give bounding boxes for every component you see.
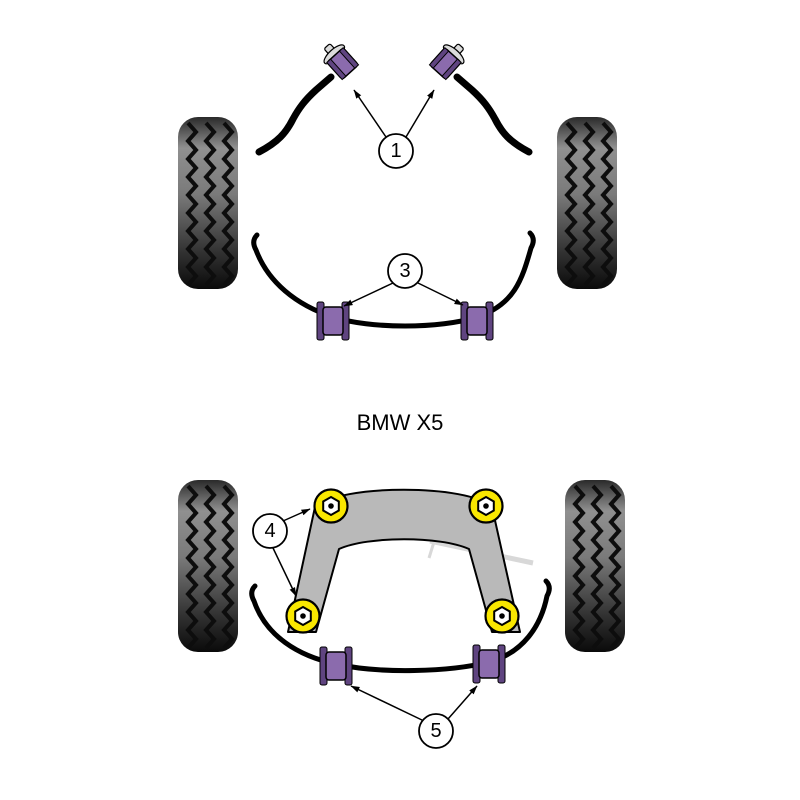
leader-arrow: [282, 508, 311, 522]
callout-4: 4: [252, 508, 311, 597]
front-link-right: [453, 73, 533, 156]
front-arb-bushing-right: [460, 301, 494, 341]
subframe-bushing-rear-left: [285, 598, 321, 634]
callout-1: 1: [353, 89, 435, 169]
leader-arrow: [350, 685, 425, 722]
callout-bubble: [418, 713, 454, 749]
subframe-bushing-rear-right: [484, 598, 520, 634]
leader-arrow: [272, 547, 297, 597]
rear-arb-bushing-left: [319, 646, 353, 686]
vehicle-title: BMW X5: [357, 410, 444, 435]
front-anti-roll-bar: [251, 230, 536, 329]
rear-suspension-diagram: 4 5: [178, 480, 625, 749]
callout-3: 3: [343, 253, 464, 307]
front-link-left: [255, 73, 335, 156]
tire-front-left: [178, 117, 238, 289]
callout-number: 4: [264, 520, 275, 542]
leader-arrow: [417, 282, 464, 306]
leader-arrow: [353, 89, 387, 138]
rear-arb-bushing-right: [472, 644, 506, 684]
rear-anti-roll-bar: [249, 578, 552, 674]
callout-number: 5: [430, 720, 441, 742]
front-suspension-diagram: 1 3: [178, 36, 617, 341]
callout-number: 3: [399, 260, 410, 282]
leader-arrow: [447, 685, 478, 720]
callout-bubble: [252, 513, 288, 549]
front-arm-bushing-left: [316, 36, 361, 82]
callout-bubble: [387, 253, 423, 289]
tire-front-right: [557, 117, 617, 289]
leader-arrow: [343, 282, 394, 307]
tire-rear-left: [178, 480, 238, 652]
tire-rear-right: [565, 480, 625, 652]
subframe: [287, 488, 521, 633]
subframe-bushing-front-right: [468, 488, 504, 524]
callout-bubble: [378, 133, 414, 169]
leader-arrow: [405, 89, 435, 138]
front-arb-bushing-left: [316, 301, 350, 341]
front-arm-bushing-right: [427, 36, 472, 82]
callout-number: 1: [390, 140, 401, 162]
callout-5: 5: [350, 685, 478, 749]
subframe-bushing-front-left: [313, 488, 349, 524]
